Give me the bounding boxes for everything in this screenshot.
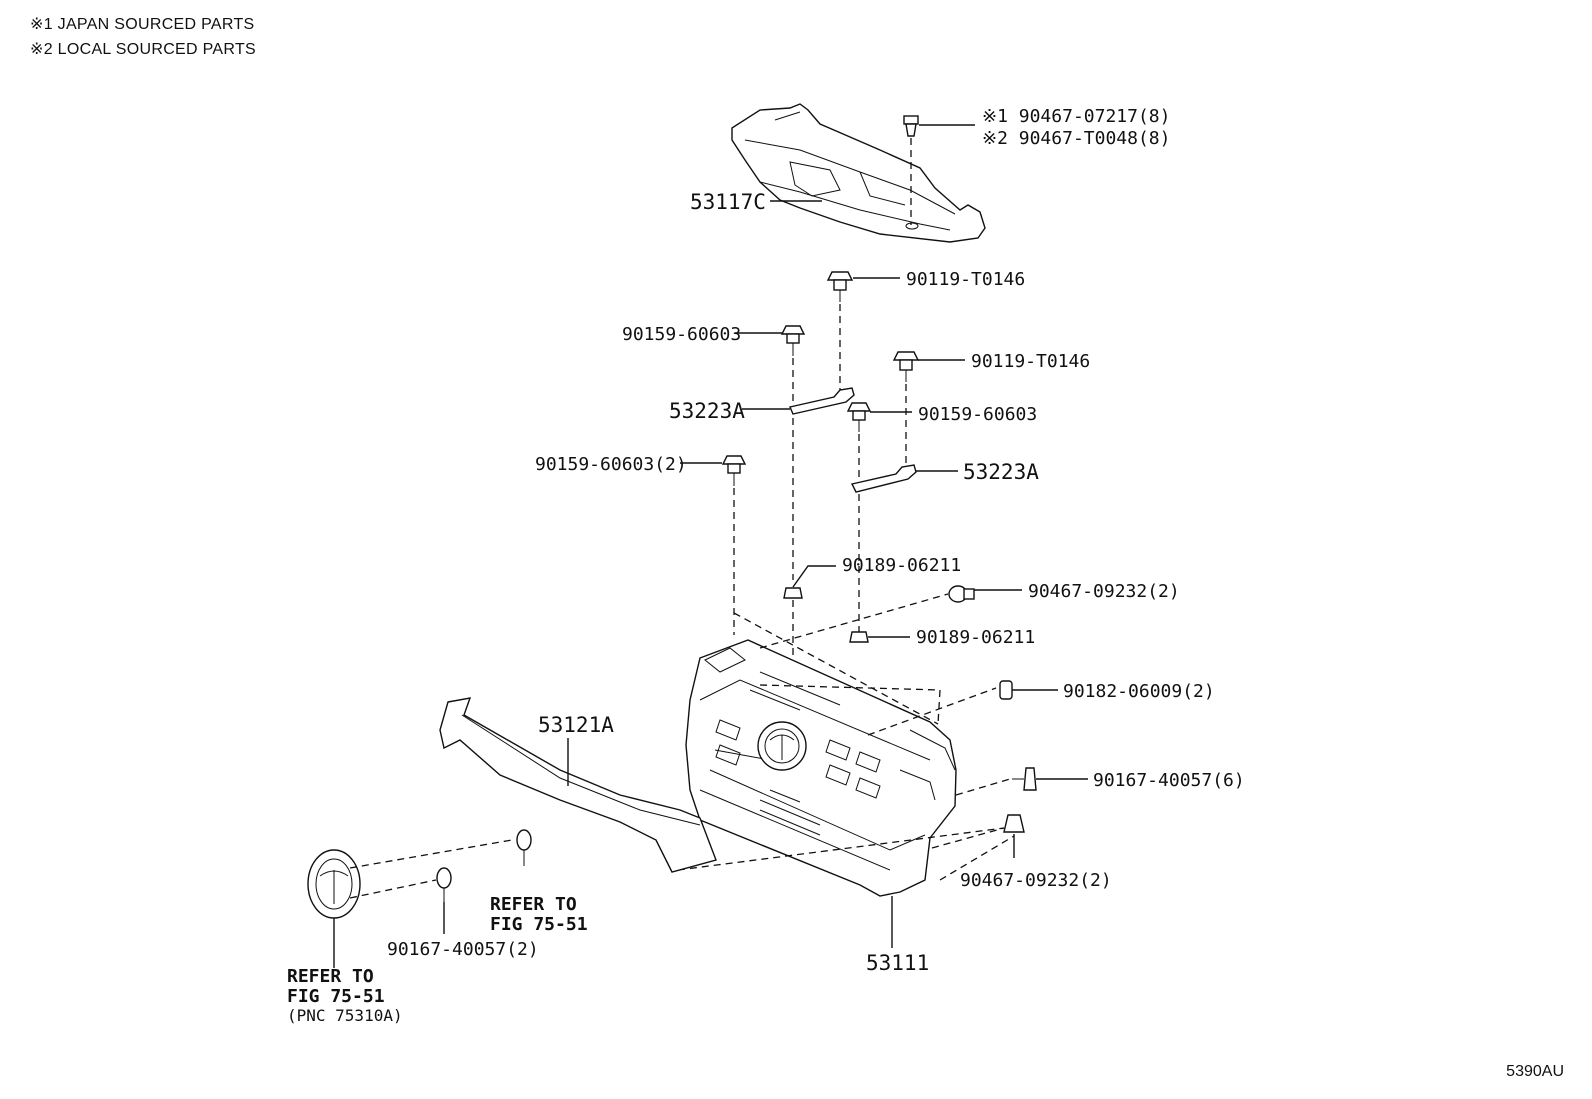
screw-90167-side xyxy=(1012,767,1037,791)
callout-bolt-right: 90119-T0146 xyxy=(971,351,1090,372)
callout-nut-a: 90189-06211 xyxy=(842,555,961,576)
clip-90467-09232-b xyxy=(1003,814,1025,833)
legend-local-sourced: ※2 LOCAL SOURCED PARTS xyxy=(30,41,256,58)
nut-90189-a xyxy=(783,587,803,599)
callout-screw-left: 90159-60603(2) xyxy=(535,454,687,475)
callout-nut-c: 90182-06009(2) xyxy=(1063,681,1215,702)
bracket-53223A-left xyxy=(789,387,855,415)
nut-90189-b xyxy=(849,631,869,643)
callout-screw-side: 90167-40057(6) xyxy=(1093,770,1245,791)
callout-bracket-left: 53223A xyxy=(669,399,745,423)
screw-90167-emblem-bottom xyxy=(436,867,452,902)
clip-90467-07217 xyxy=(903,115,919,137)
figure-code: 5390AU xyxy=(1506,1063,1564,1080)
radiator-grille xyxy=(685,639,957,897)
radiator-support-cover xyxy=(731,103,986,243)
callout-refer-b-1: REFER TO xyxy=(287,966,374,987)
screw-90167-emblem-top xyxy=(516,829,532,866)
screw-90159-left xyxy=(721,455,747,486)
callout-refer-a-2: FIG 75-51 xyxy=(490,914,588,935)
screw-90159-mid xyxy=(846,402,872,432)
callout-bracket-right: 53223A xyxy=(963,460,1039,484)
callout-nut-b: 90189-06211 xyxy=(916,627,1035,648)
callout-grille: 53111 xyxy=(866,951,929,975)
callout-molding: 53121A xyxy=(538,713,614,737)
emblem xyxy=(307,849,361,919)
bolt-90119-right xyxy=(892,351,920,382)
bolt-90119-top xyxy=(826,271,854,302)
callout-bolt-top: 90119-T0146 xyxy=(906,269,1025,290)
callout-screw-mid: 90159-60603 xyxy=(918,404,1037,425)
callout-refer-b-2: FIG 75-51 xyxy=(287,986,385,1007)
callout-53117C: 53117C xyxy=(690,190,766,214)
callout-local-clip: ※2 90467-T0048(8) xyxy=(982,128,1170,149)
callout-refer-b-3: (PNC 75310A) xyxy=(287,1006,403,1025)
callout-refer-a-1: REFER TO xyxy=(490,894,577,915)
callout-clip-b: 90467-09232(2) xyxy=(960,870,1112,891)
screw-90159-left-top xyxy=(780,325,806,356)
nut-90182 xyxy=(999,680,1013,700)
callout-screw-emblem: 90167-40057(2) xyxy=(387,939,539,960)
callout-screw-left-top: 90159-60603 xyxy=(622,324,741,345)
clip-90467-09232-a xyxy=(948,585,975,603)
grille-molding xyxy=(439,697,717,873)
legend-japan-sourced: ※1 JAPAN SOURCED PARTS xyxy=(30,16,255,33)
bracket-53223A-right xyxy=(850,464,917,493)
callout-jp-clip: ※1 90467-07217(8) xyxy=(982,106,1170,127)
callout-clip-a: 90467-09232(2) xyxy=(1028,581,1180,602)
